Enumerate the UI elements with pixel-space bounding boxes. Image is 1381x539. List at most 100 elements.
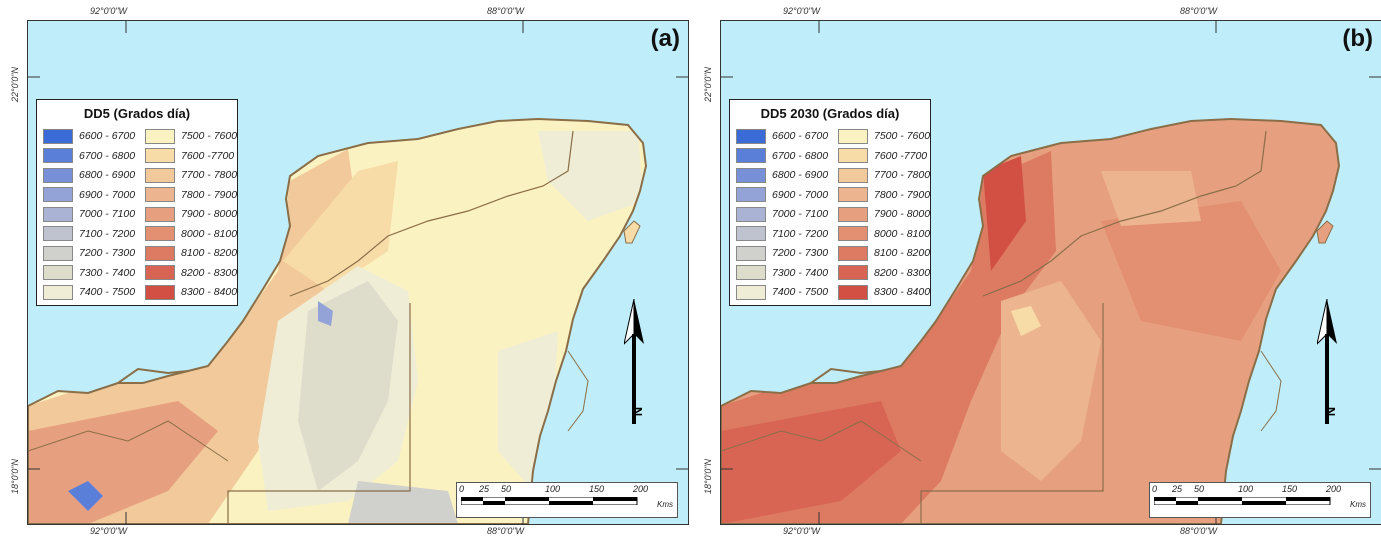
- legend-item: 6900 - 7000: [43, 187, 135, 203]
- legend-label: 8100 - 8200: [181, 247, 238, 259]
- legend-item: 7200 - 7300: [43, 245, 135, 261]
- legend-label: 6800 - 6900: [772, 169, 829, 181]
- state-border-campeche: [920, 303, 1104, 524]
- legend-item: 7200 - 7300: [736, 245, 828, 261]
- panel-label: (b): [1342, 25, 1373, 52]
- legend-swatch: [838, 187, 868, 202]
- legend-item: 6700 - 6800: [736, 148, 828, 164]
- lagoon-outline: [810, 367, 882, 384]
- legend-item: 7000 - 7100: [736, 206, 828, 222]
- legend-swatch: [145, 265, 175, 280]
- legend-item: 7900 - 8000: [838, 206, 930, 222]
- legend-label: 7900 - 8000: [874, 208, 931, 220]
- legend-label: 7300 - 7400: [79, 266, 136, 279]
- legend-swatch: [43, 265, 73, 280]
- legend-swatch: [736, 265, 766, 280]
- coord-left-bottom-lat: 18°0'0"N: [703, 458, 713, 494]
- scale-bar-graphic: [1154, 497, 1331, 505]
- legend-item: 7300 - 7400: [43, 265, 135, 281]
- zone-south-gray: [348, 481, 458, 524]
- legend-label: 7400 - 7500: [772, 286, 829, 298]
- legend-item: 6800 - 6900: [736, 167, 828, 183]
- scale-tick-label: 0: [459, 484, 465, 494]
- legend-swatch: [838, 245, 868, 261]
- legend-swatch: [43, 206, 73, 222]
- legend-item: 7700 - 7800: [838, 167, 930, 183]
- scale-unit: Kms: [657, 500, 673, 509]
- scale-tick-label: 0: [1152, 484, 1158, 494]
- scale-tick-label: 25: [1172, 484, 1183, 494]
- map-frame: (a) DD5 (Grados día) 6600 - 6700 6700 - 680…: [27, 20, 689, 525]
- coord-bottom-left-lon: 92°0'0"W: [90, 526, 128, 536]
- scale-tick-label: 100: [1238, 484, 1254, 494]
- legend-label: 8300 - 8400: [874, 286, 931, 298]
- legend-swatch: [145, 226, 175, 241]
- coord-bottom-right-lon: 88°0'0"W: [1180, 526, 1218, 536]
- scale-tick-label: 50: [1194, 484, 1205, 494]
- cozumel-island: [1316, 220, 1334, 244]
- legend-item: 7600 -7700: [145, 148, 234, 164]
- legend-title: DD5 (Grados día): [83, 106, 191, 121]
- legend-label: 7200 - 7300: [772, 247, 829, 259]
- legend-label: 8300 - 8400: [181, 286, 238, 298]
- zone-northwest-red: [983, 156, 1026, 271]
- north-label: N: [1322, 406, 1338, 417]
- panel-label: (a): [650, 25, 680, 52]
- legend-label: 8200 - 8300: [181, 266, 238, 279]
- legend-swatch: [838, 128, 868, 144]
- legend-item: 7700 - 7800: [145, 167, 237, 183]
- legend-label: 6900 - 7000: [772, 188, 829, 201]
- legend-item: 8300 - 8400: [838, 284, 930, 300]
- legend-label: 8200 - 8300: [874, 266, 931, 279]
- legend-label: 6700 - 6800: [79, 149, 136, 162]
- scale-bar-graphic: [461, 497, 638, 505]
- legend-label: 7100 - 7200: [772, 227, 829, 240]
- state-border-yucatan: [982, 130, 1267, 297]
- zone-northwest: [283, 161, 398, 291]
- legend-item: 7000 - 7100: [43, 206, 135, 222]
- legend-item: 6600 - 6700: [736, 128, 828, 144]
- legend-swatch: [838, 148, 868, 163]
- state-border-tabasco: [721, 420, 922, 462]
- map-canvas: [28, 21, 688, 524]
- legend-item: 8100 - 8200: [838, 245, 930, 261]
- scale-tick-label: 150: [589, 484, 605, 494]
- legend-label: 6800 - 6900: [79, 169, 136, 181]
- scale-tick-label: 150: [1282, 484, 1298, 494]
- legend-swatch: [838, 167, 868, 183]
- legend-item: 7900 - 8000: [145, 206, 237, 222]
- legend-swatch: [145, 245, 175, 261]
- scale-unit: Kms: [1350, 500, 1366, 509]
- legend-label: 6600 - 6700: [79, 130, 136, 142]
- zone-center-blue: [318, 301, 333, 326]
- bay-outline: [567, 350, 589, 432]
- legend-swatch: [736, 284, 766, 300]
- scale-tick-label: 200: [1326, 484, 1342, 494]
- coord-bottom-left-lon: 92°0'0"W: [783, 526, 821, 536]
- legend-swatch: [736, 167, 766, 183]
- legend-item: 7500 - 7600: [838, 128, 930, 144]
- zone-northeast: [1101, 171, 1201, 226]
- legend-swatch: [736, 148, 766, 163]
- cozumel-island: [623, 220, 641, 244]
- zone-center-gray: [298, 281, 398, 491]
- legend-item: 6700 - 6800: [43, 148, 135, 164]
- legend-label: 7400 - 7500: [79, 286, 136, 298]
- legend-swatch: [145, 284, 175, 300]
- legend-item: 7800 - 7900: [145, 187, 237, 203]
- coastline: [721, 117, 1341, 524]
- legend-swatch: [838, 206, 868, 222]
- scale-tick-label: 200: [633, 484, 649, 494]
- zone-east: [1101, 201, 1281, 341]
- coastline: [28, 117, 648, 524]
- coord-left-top-lat: 22°0'0"N: [703, 66, 713, 102]
- legend-swatch: [838, 284, 868, 300]
- legend-title: DD5 2030 (Grados día): [760, 106, 900, 121]
- legend-swatch: [736, 226, 766, 241]
- legend-item: 7500 - 7600: [145, 128, 237, 144]
- legend-item: 7800 - 7900: [838, 187, 930, 203]
